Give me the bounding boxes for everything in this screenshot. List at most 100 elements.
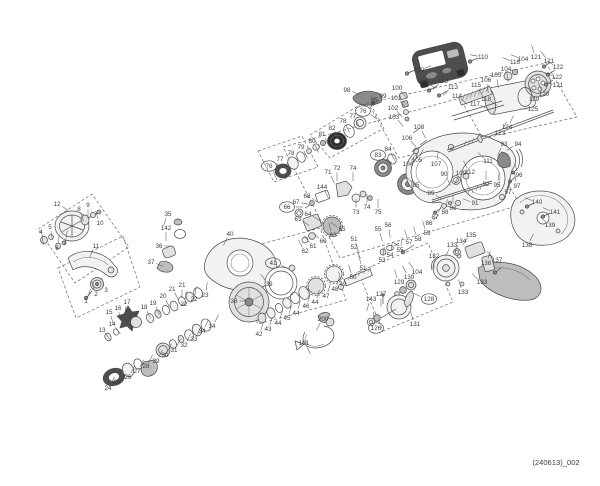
- leader-line: [529, 86, 533, 95]
- leader-line: [385, 158, 393, 164]
- part-label: 78: [339, 118, 347, 125]
- part-label: 122: [553, 64, 564, 71]
- motor-assembly-drawing: [446, 61, 556, 153]
- leader-line: [118, 312, 121, 321]
- leader-line: [544, 72, 552, 76]
- leader-line: [471, 273, 478, 280]
- part-label: 29: [152, 358, 160, 365]
- leader-line: [506, 145, 514, 151]
- part-label: 1: [84, 298, 88, 305]
- leader-line: [497, 147, 502, 156]
- part-label: 116: [510, 59, 521, 66]
- part-label: 105: [491, 72, 502, 79]
- drive-gear-line-drawing: [102, 318, 212, 387]
- leader-line: [514, 162, 518, 171]
- part-label: 87: [431, 214, 439, 221]
- part-label-circle: [355, 105, 371, 117]
- part-label: 63: [294, 216, 302, 223]
- leader-line: [298, 239, 303, 248]
- part-label: 144: [317, 184, 328, 191]
- part-label: 8: [77, 206, 81, 213]
- leader-line: [356, 250, 361, 259]
- leader-line: [330, 175, 335, 184]
- leader-line: [390, 152, 395, 161]
- part-label: 25: [113, 379, 121, 386]
- leader-line: [542, 207, 550, 211]
- leader-line: [396, 110, 403, 118]
- part-label: 131: [410, 321, 421, 328]
- leader-line: [124, 306, 127, 315]
- part-label: 103: [389, 114, 400, 121]
- part-label: 133: [458, 289, 469, 296]
- part-label: 78: [287, 150, 295, 157]
- part-label: 106: [481, 77, 492, 84]
- part-label: 41: [269, 260, 277, 267]
- part-label: 2: [94, 291, 98, 298]
- part-label: 32: [180, 342, 188, 349]
- part-label: 121: [531, 54, 542, 61]
- part-label: 62: [301, 248, 309, 255]
- leader-line: [148, 354, 153, 363]
- part-label: 22: [190, 296, 198, 303]
- leader-line: [394, 269, 398, 278]
- part-label-circle: [421, 293, 437, 305]
- leader-line: [338, 271, 342, 280]
- leader-line: [436, 151, 439, 160]
- part-label: 128: [424, 296, 435, 303]
- part-label: 71: [324, 169, 332, 176]
- leader-line: [362, 101, 370, 107]
- leader-line: [477, 152, 484, 159]
- leader-line: [281, 265, 289, 269]
- leader-line: [370, 114, 378, 120]
- part-label: 130: [404, 274, 415, 281]
- part-label: 50: [349, 274, 357, 281]
- leader-line: [480, 105, 488, 109]
- leader-line: [510, 54, 518, 58]
- leader-line: [146, 310, 151, 319]
- part-label: 107: [431, 161, 442, 168]
- part-label: 51: [350, 236, 358, 243]
- leader-line: [139, 359, 144, 368]
- part-label: 93: [500, 141, 508, 148]
- part-label: 85: [412, 182, 420, 189]
- part-label: 45: [283, 315, 291, 322]
- assembly-boxes: [37, 62, 578, 332]
- part-label: 105: [412, 157, 423, 164]
- leader-line: [176, 338, 181, 347]
- leader-line: [490, 100, 498, 106]
- part-label: 77: [276, 156, 284, 163]
- part-label: 74: [349, 165, 357, 172]
- part-label: 73: [352, 209, 360, 216]
- leader-line: [260, 273, 266, 281]
- part-label: 63: [329, 232, 337, 239]
- leader-line: [119, 370, 124, 379]
- part-label: 33: [190, 336, 198, 343]
- leader-line: [408, 261, 414, 269]
- leader-line: [540, 50, 546, 58]
- part-label: 61: [309, 243, 317, 250]
- part-label: 53: [378, 257, 386, 264]
- part-label: 97: [504, 189, 512, 196]
- part-label: 99: [379, 93, 387, 100]
- doc-code: (240613)_002: [532, 458, 579, 467]
- leader-line: [110, 316, 114, 325]
- leader-line: [336, 276, 340, 285]
- leader-line: [324, 137, 329, 146]
- part-label: 4: [39, 229, 43, 236]
- part-label: 113: [448, 84, 459, 91]
- part-label: 138: [522, 242, 533, 249]
- part-label: 36: [155, 243, 163, 250]
- part-label: 95: [493, 182, 501, 189]
- leader-line: [304, 235, 310, 243]
- part-label: 110: [478, 54, 489, 61]
- part-label-circle: [368, 322, 384, 334]
- part-label: 76: [359, 108, 367, 115]
- leader-line: [411, 153, 417, 161]
- leader-line: [454, 244, 459, 253]
- leader-line: [402, 265, 407, 274]
- part-label: 58: [414, 236, 422, 243]
- part-label: 135: [466, 232, 477, 239]
- part-label-circle: [370, 149, 386, 161]
- part-label: 142: [161, 225, 172, 232]
